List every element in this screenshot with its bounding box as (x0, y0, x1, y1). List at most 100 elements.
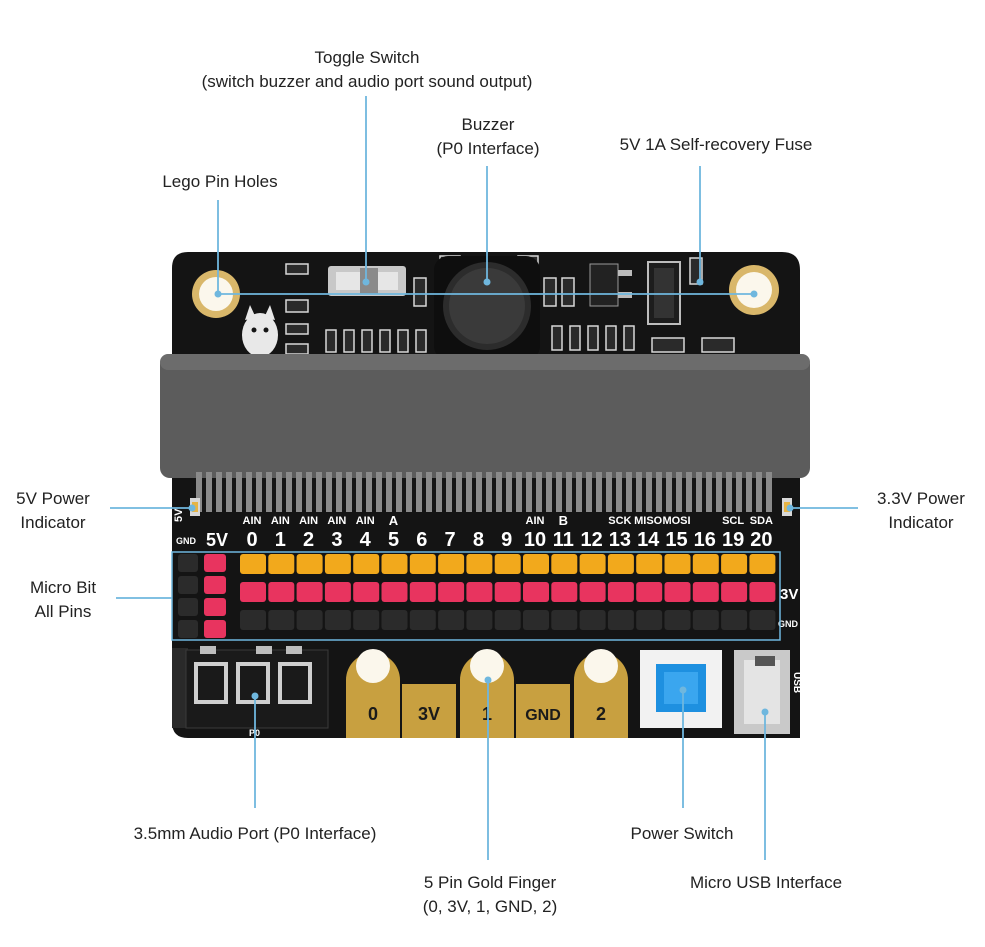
gold-finger-label: 1 (482, 704, 492, 724)
silk-3v: 3V (780, 586, 798, 603)
silk-5v-vertical: 5V (173, 508, 185, 522)
gold-finger-label: 3V (418, 704, 440, 724)
connector-tooth (376, 472, 382, 512)
header-pin (579, 554, 606, 574)
header-pin-left (204, 554, 226, 572)
header-pin-left (204, 576, 226, 594)
microbit-pins-subtitle: All Pins (34, 602, 92, 621)
header-pin (494, 582, 521, 602)
connector-tooth (766, 472, 772, 512)
power-33v-title: 3.3V Power (877, 489, 965, 508)
header-pin (607, 554, 634, 574)
gold-finger-pad (516, 684, 570, 738)
connector-tooth (306, 472, 312, 512)
spi-label: MISO (634, 515, 663, 527)
header-pin (579, 582, 606, 602)
connector-tooth (666, 472, 672, 512)
header-pin (296, 554, 323, 574)
connector-tooth (236, 472, 242, 512)
header-pin (324, 554, 351, 574)
connector-tooth (716, 472, 722, 512)
connector-tooth (496, 472, 502, 512)
header-pin (551, 610, 578, 630)
connector-tooth (566, 472, 572, 512)
connector-tooth (246, 472, 252, 512)
gold-finger-title: 5 Pin Gold Finger (423, 873, 557, 892)
connector-tooth (756, 472, 762, 512)
header-pin-rows (178, 554, 776, 638)
connector-tooth (676, 472, 682, 512)
header-pin (692, 554, 719, 574)
header-pin (240, 554, 266, 574)
pin-number: 5 (388, 529, 399, 551)
header-pin (409, 582, 436, 602)
micro-usb-title: Micro USB Interface (689, 873, 843, 892)
connector-tooth (746, 472, 752, 512)
audio-jack (172, 646, 329, 729)
pin-number: 20 (750, 529, 772, 551)
header-pin-gnd (178, 598, 198, 616)
voltage-regulator (589, 263, 632, 307)
connector-tooth (636, 472, 642, 512)
header-pin (523, 610, 549, 630)
buzzer-label: Buzzer (P0 Interface) (415, 113, 561, 161)
header-pin (240, 610, 266, 630)
gold-finger-label: 2 (596, 704, 606, 724)
micro-usb-label: Micro USB Interface (668, 871, 864, 895)
header-pin (353, 582, 380, 602)
audio-port-title: 3.5mm Audio Port (P0 Interface) (133, 824, 377, 843)
connector-tooth (546, 472, 552, 512)
header-pin (324, 582, 351, 602)
header-pin (749, 582, 776, 602)
connector-tooth (326, 472, 332, 512)
connector-tooth (596, 472, 602, 512)
connector-tooth (736, 472, 742, 512)
lego-hole-right (729, 265, 779, 315)
header-pin (636, 610, 663, 630)
connector-tooth (336, 472, 342, 512)
header-pin (296, 582, 323, 602)
header-pin-gnd (178, 576, 198, 594)
connector-tooth (696, 472, 702, 512)
buzzer-subtitle: (P0 Interface) (436, 139, 540, 158)
silk-gnd-right: GND (778, 619, 799, 629)
connector-tooth (346, 472, 352, 512)
header-pin-left (204, 620, 226, 638)
connector-tooth (446, 472, 452, 512)
header-pin (721, 582, 748, 602)
connector-tooth (606, 472, 612, 512)
header-pin (692, 582, 719, 602)
gold-finger-pad (402, 684, 456, 738)
header-pin (636, 554, 663, 574)
header-pin (409, 610, 436, 630)
connector-tooth (426, 472, 432, 512)
header-pin (721, 554, 748, 574)
gold-finger-hole (356, 649, 390, 683)
connector-tooth (396, 472, 402, 512)
header-pin (721, 610, 748, 630)
pin-number: 16 (694, 529, 716, 551)
pin-number: 7 (445, 529, 456, 551)
button-a-label: A (389, 513, 399, 528)
pin-number: 2 (303, 529, 314, 551)
pin-number: 4 (360, 529, 372, 551)
header-pin (692, 610, 719, 630)
connector-tooth (646, 472, 652, 512)
header-pin (381, 554, 408, 574)
gold-finger-label: GND (525, 707, 561, 724)
connector-tooth (196, 472, 202, 512)
header-pin-gnd (178, 554, 198, 572)
connector-tooth (516, 472, 522, 512)
connector-tooth (656, 472, 662, 512)
connector-tooth (416, 472, 422, 512)
pin-number: 10 (524, 529, 546, 551)
mascot-logo (242, 305, 278, 357)
connector-tooth (266, 472, 272, 512)
pin-number: 15 (665, 529, 687, 551)
header-pin (523, 582, 549, 602)
power-switch-title: Power Switch (630, 824, 734, 843)
connector-tooth (356, 472, 362, 512)
connector-tooth (576, 472, 582, 512)
